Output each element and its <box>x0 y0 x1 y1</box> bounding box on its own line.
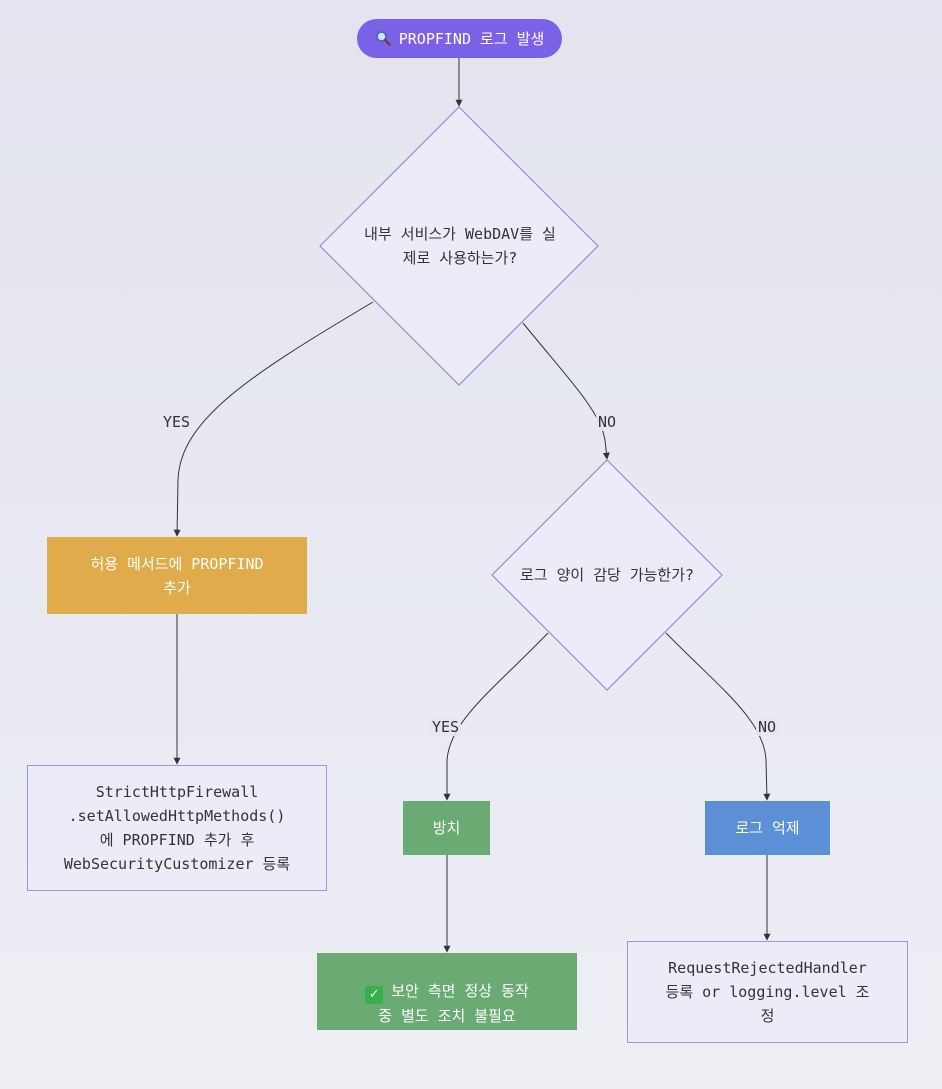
decision-diamond-webdav <box>319 106 599 386</box>
edge-label-no-2: NO <box>756 718 779 736</box>
check-icon: ✓ <box>365 986 384 1004</box>
decision2-label: 로그 양이 감당 가능한가? <box>519 566 695 584</box>
tolerate-node: 방치 <box>403 801 490 855</box>
edge-label-no-1: NO <box>596 413 619 431</box>
start-label: PROPFIND 로그 발생 <box>398 29 545 48</box>
firewall-config-node: StrictHttpFirewall .setAllowedHttpMethod… <box>27 765 327 891</box>
tolerate-label: 방치 <box>432 819 461 837</box>
decision1-label: 내부 서비스가 WebDAV를 실 제로 사용하는가? <box>364 225 556 267</box>
magnifier-icon <box>375 27 391 51</box>
decision-diamond-log-volume <box>491 459 723 691</box>
edge-decision2-yes <box>443 632 549 801</box>
tolerate-result-label: 보안 측면 정상 동작 중 별도 조치 불필요 <box>378 982 529 1025</box>
edge-decision1-yes <box>173 301 374 537</box>
add-propfind-label: 허용 메서드에 PROPFIND 추가 <box>90 554 264 597</box>
suppress-log-node: 로그 억제 <box>705 801 830 855</box>
suppress-log-label: 로그 억제 <box>735 819 800 837</box>
edge-label-yes-2: YES <box>430 718 462 736</box>
add-propfind-node: 허용 메서드에 PROPFIND 추가 <box>47 537 307 614</box>
edge-decision2-no <box>665 632 771 801</box>
tolerate-result-node: ✓보안 측면 정상 동작 중 별도 조치 불필요 <box>317 953 577 1030</box>
start-node: PROPFIND 로그 발생 <box>357 19 562 58</box>
edge-decision1-no <box>522 322 610 460</box>
rejected-handler-node: RequestRejectedHandler 등록 or logging.lev… <box>627 941 908 1043</box>
firewall-config-label: StrictHttpFirewall .setAllowedHttpMethod… <box>63 783 291 873</box>
rejected-handler-label: RequestRejectedHandler 등록 or logging.lev… <box>665 959 870 1025</box>
edge-label-yes-1: YES <box>161 413 193 431</box>
